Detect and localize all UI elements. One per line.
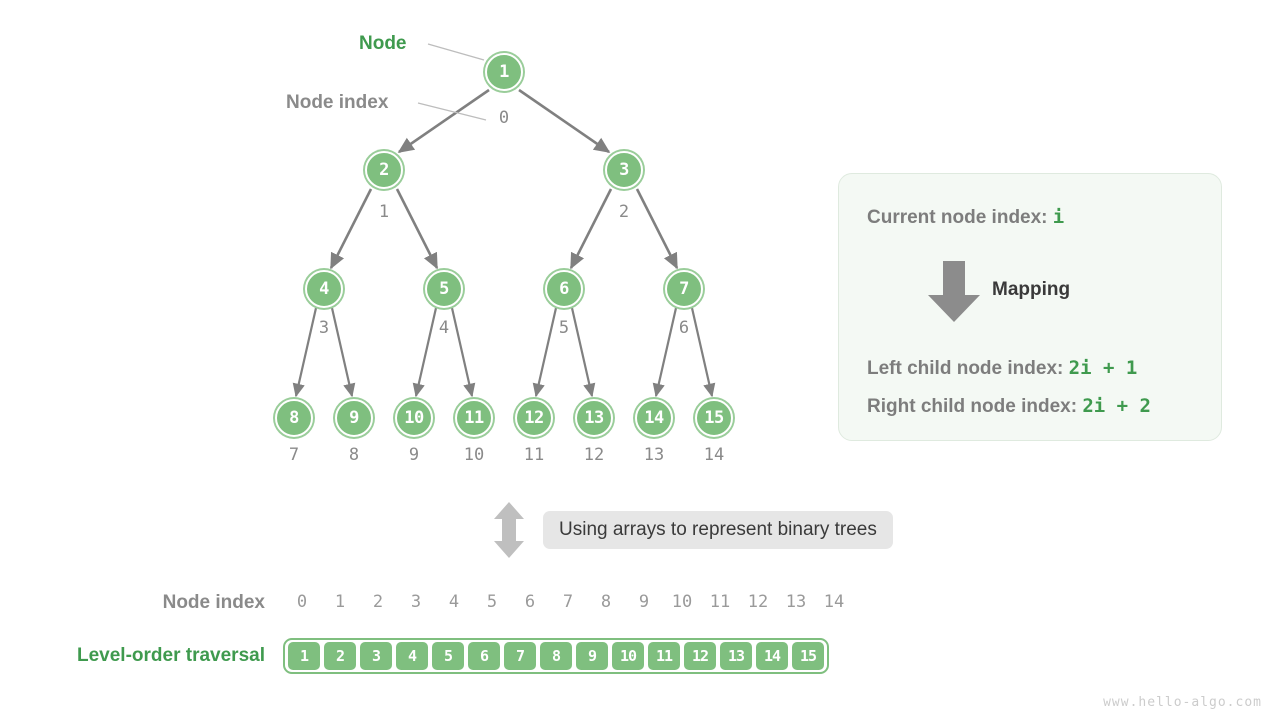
array-traversal-label: Level-order traversal	[77, 645, 265, 666]
tree-node: 6	[545, 270, 583, 308]
legend-left-child: Left child node index: 2i + 1	[867, 357, 1137, 380]
tree-node-index: 3	[318, 318, 330, 338]
tree-node: 2	[365, 151, 403, 189]
tree-node-index: 11	[523, 445, 545, 465]
legend-current-prefix: Current node index:	[867, 207, 1053, 228]
caption-pill: Using arrays to represent binary trees	[543, 511, 893, 549]
mapping-arrow-icon	[928, 261, 980, 322]
array-index-cell: 14	[823, 592, 845, 612]
tree-node: 11	[455, 399, 493, 437]
tree-node: 14	[635, 399, 673, 437]
array-cell: 14	[755, 641, 789, 671]
array-index-cell: 0	[296, 592, 308, 612]
tree-node: 13	[575, 399, 613, 437]
array-cell: 2	[323, 641, 357, 671]
array-cell: 13	[719, 641, 753, 671]
tree-node-index: 8	[348, 445, 360, 465]
tree-node: 10	[395, 399, 433, 437]
array-index-row-label: Node index	[162, 592, 265, 613]
array-index-cell: 9	[638, 592, 650, 612]
legend-left-value: 2i + 1	[1068, 357, 1138, 379]
array-index-cell: 1	[334, 592, 346, 612]
caption-text: Using arrays to represent binary trees	[559, 519, 877, 540]
tree-node: 5	[425, 270, 463, 308]
tree-node-index: 6	[678, 318, 690, 338]
array-cell: 6	[467, 641, 501, 671]
mapping-legend-panel: Current node index: i Mapping Left child…	[838, 173, 1222, 441]
tree-node-index: 9	[408, 445, 420, 465]
array-index-cell: 11	[709, 592, 731, 612]
annotation-node-label: Node	[359, 33, 407, 54]
tree-node-index: 4	[438, 318, 450, 338]
tree-node-index: 1	[378, 202, 390, 222]
annotation-node-index-label: Node index	[286, 92, 389, 113]
array-cell: 11	[647, 641, 681, 671]
legend-right-child: Right child node index: 2i + 2	[867, 395, 1151, 418]
array-index-cell: 10	[671, 592, 693, 612]
array-cell: 9	[575, 641, 609, 671]
legend-mapping-label: Mapping	[992, 279, 1071, 300]
watermark: www.hello-algo.com	[1103, 695, 1262, 710]
tree-node-index: 13	[643, 445, 665, 465]
array-cell: 8	[539, 641, 573, 671]
array-index-cell: 4	[448, 592, 460, 612]
array-cell: 1	[287, 641, 321, 671]
tree-node-index: 14	[703, 445, 725, 465]
array-index-cell: 2	[372, 592, 384, 612]
array-index-cell: 6	[524, 592, 536, 612]
legend-current-value: i	[1052, 206, 1065, 228]
legend-right-prefix: Right child node index:	[867, 396, 1083, 417]
tree-node: 1	[485, 53, 523, 91]
tree-node: 9	[335, 399, 373, 437]
array-index-cell: 13	[785, 592, 807, 612]
array-index-cell: 7	[562, 592, 574, 612]
legend-current-index: Current node index: i	[867, 206, 1064, 229]
tree-node: 12	[515, 399, 553, 437]
array-cell: 15	[791, 641, 825, 671]
array-cell: 5	[431, 641, 465, 671]
tree-node: 3	[605, 151, 643, 189]
array-cell: 3	[359, 641, 393, 671]
tree-node-index: 0	[498, 108, 510, 128]
tree-node: 4	[305, 270, 343, 308]
array-index-cell: 12	[747, 592, 769, 612]
array-cell: 4	[395, 641, 429, 671]
array-index-cell: 3	[410, 592, 422, 612]
tree-node: 7	[665, 270, 703, 308]
tree-node-index: 2	[618, 202, 630, 222]
array-index-cell: 8	[600, 592, 612, 612]
tree-node-index: 7	[288, 445, 300, 465]
array-cell: 7	[503, 641, 537, 671]
array-index-cell: 5	[486, 592, 498, 612]
tree-node-index: 10	[463, 445, 485, 465]
tree-node: 15	[695, 399, 733, 437]
legend-left-prefix: Left child node index:	[867, 358, 1069, 379]
array-cell: 12	[683, 641, 717, 671]
tree-node: 8	[275, 399, 313, 437]
array-cell: 10	[611, 641, 645, 671]
tree-node-index: 12	[583, 445, 605, 465]
legend-right-value: 2i + 2	[1082, 395, 1151, 417]
double-arrow-icon	[494, 502, 524, 558]
tree-node-index: 5	[558, 318, 570, 338]
